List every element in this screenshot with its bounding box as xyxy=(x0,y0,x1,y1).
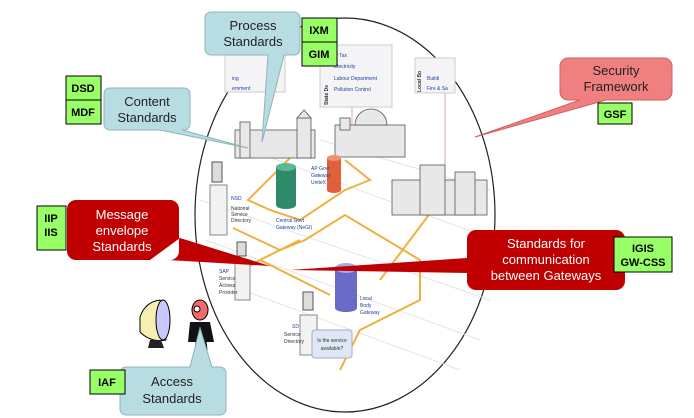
central-gateway-cylinder: Central Govt Gateway (NeGI) xyxy=(276,163,312,231)
security-framework-callout: Security Framework xyxy=(474,57,673,138)
content-standards-callout: Content Standards xyxy=(103,87,249,149)
ap-gateway-cylinder: AP Govt Gateway UniteX xyxy=(311,155,341,193)
svg-text:envelope: envelope xyxy=(96,223,149,238)
process-tag-gim: GIM xyxy=(301,41,338,67)
security-tag-gsf: GSF xyxy=(597,102,633,125)
svg-text:DSD: DSD xyxy=(71,83,94,95)
svg-text:Service: Service xyxy=(284,332,301,338)
svg-text:GSF: GSF xyxy=(604,109,627,121)
svg-text:SD: SD xyxy=(292,324,299,330)
svg-text:NSD: NSD xyxy=(231,196,242,202)
svg-text:State De: State De xyxy=(324,85,330,105)
svg-text:Central Govt: Central Govt xyxy=(276,218,305,224)
access-tag-iaf: IAF xyxy=(89,369,126,395)
svg-text:Buildi: Buildi xyxy=(427,76,439,82)
svg-text:Directory: Directory xyxy=(231,218,252,224)
svg-text:Standards: Standards xyxy=(223,34,283,49)
svg-text:available?: available? xyxy=(321,346,344,352)
svg-text:Fire & Sa: Fire & Sa xyxy=(427,86,448,92)
svg-text:Local: Local xyxy=(360,296,372,302)
svg-text:Message: Message xyxy=(96,207,149,222)
svg-text:UniteX: UniteX xyxy=(311,180,327,186)
svg-text:ernment: ernment xyxy=(232,86,251,92)
gateway-tags: IGIS GW-CSS xyxy=(613,236,673,273)
monitor-icon xyxy=(139,299,171,348)
svg-text:IXM: IXM xyxy=(309,25,329,37)
local-body-building xyxy=(391,164,488,216)
content-tag-dsd: DSD xyxy=(65,75,102,101)
svg-text:IGIS: IGIS xyxy=(632,243,654,255)
svg-text:Gateway (NeGI): Gateway (NeGI) xyxy=(276,225,312,231)
svg-text:Local Bo: Local Bo xyxy=(417,71,423,92)
state-govt-building xyxy=(334,108,406,158)
svg-text:ty Tax: ty Tax xyxy=(334,53,347,59)
svg-text:ing: ing xyxy=(232,76,239,82)
svg-text:Standards: Standards xyxy=(92,239,152,254)
content-tag-mdf: MDF xyxy=(65,99,102,125)
svg-text:Gateway: Gateway xyxy=(311,173,331,179)
svg-text:National: National xyxy=(231,206,249,212)
svg-text:Electricity: Electricity xyxy=(334,64,356,70)
svg-text:Content: Content xyxy=(124,94,170,109)
svg-text:Process: Process xyxy=(230,18,277,33)
svg-text:Standards: Standards xyxy=(117,110,177,125)
svg-text:SAP: SAP xyxy=(219,269,230,275)
svg-text:Directory: Directory xyxy=(284,339,305,345)
svg-text:AP Govt: AP Govt xyxy=(311,166,330,172)
gateway-communication-callout: Standards for communication between Gate… xyxy=(290,230,625,290)
svg-text:communication: communication xyxy=(502,252,589,267)
service-available-bubble: Is the service available? xyxy=(311,329,353,359)
svg-text:Standards: Standards xyxy=(142,391,202,406)
svg-text:Gateway: Gateway xyxy=(360,310,380,316)
nsd-kiosk: NSD National Service Directory xyxy=(209,161,252,236)
central-govt-building xyxy=(234,109,316,159)
svg-text:Service: Service xyxy=(231,212,248,218)
svg-text:Framework: Framework xyxy=(583,79,649,94)
svg-text:MDF: MDF xyxy=(71,107,95,119)
svg-text:GIM: GIM xyxy=(309,49,330,61)
svg-text:Pollution Control: Pollution Control xyxy=(334,87,371,93)
svg-text:Security: Security xyxy=(593,63,640,78)
svg-text:Body: Body xyxy=(360,303,372,309)
svg-text:Is the service: Is the service xyxy=(317,338,347,344)
process-tag-ixm: IXM xyxy=(301,17,338,43)
svg-text:IIS: IIS xyxy=(44,227,57,239)
local-body-panel: Local Bo Buildi Fire & Sa xyxy=(414,57,456,175)
message-tags: IIP IIS xyxy=(36,205,67,251)
svg-text:Service: Service xyxy=(219,276,236,282)
message-envelope-callout: Message envelope Standards xyxy=(67,200,270,266)
svg-text:Provider: Provider xyxy=(219,290,238,296)
svg-text:Labour Department: Labour Department xyxy=(334,76,378,82)
svg-text:IAF: IAF xyxy=(98,377,116,389)
svg-text:between Gateways: between Gateways xyxy=(491,268,602,283)
svg-text:IIP: IIP xyxy=(44,213,57,225)
svg-text:Standards for: Standards for xyxy=(507,236,586,251)
process-standards-callout: Process Standards xyxy=(204,11,301,143)
svg-text:Access: Access xyxy=(219,283,236,289)
svg-text:Access: Access xyxy=(151,374,193,389)
svg-text:GW-CSS: GW-CSS xyxy=(621,257,666,269)
